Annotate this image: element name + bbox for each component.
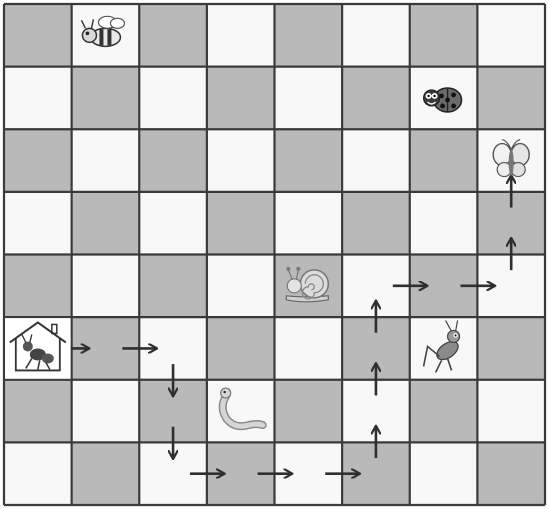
board-cell-r4-c0 <box>4 255 72 318</box>
board-cell-r5-c4 <box>275 317 343 380</box>
board-cell-r2-c3 <box>207 129 275 192</box>
board-cell-r1-c0 <box>4 67 72 130</box>
board-cell-r4-c1 <box>72 255 140 318</box>
board-cell-r7-c7 <box>477 442 545 505</box>
board-cell-r3-c4 <box>275 192 343 255</box>
board-cell-r6-c6 <box>410 380 478 443</box>
board-cell-r0-c7 <box>477 4 545 67</box>
board-cell-r2-c1 <box>72 129 140 192</box>
board-cell-r0-c2 <box>139 4 207 67</box>
board-cell-r1-c4 <box>275 67 343 130</box>
board-cell-r4-c2 <box>139 255 207 318</box>
board-cell-r0-c3 <box>207 4 275 67</box>
board-cell-r2-c0 <box>4 129 72 192</box>
board-cell-r2-c2 <box>139 129 207 192</box>
board-cell-r5-c7 <box>477 317 545 380</box>
board-cell-r1-c1 <box>72 67 140 130</box>
board-cell-r7-c1 <box>72 442 140 505</box>
board-cell-r3-c0 <box>4 192 72 255</box>
board-cell-r7-c6 <box>410 442 478 505</box>
board-cell-r6-c4 <box>275 380 343 443</box>
board-cell-r1-c5 <box>342 67 410 130</box>
board-cell-r7-c0 <box>4 442 72 505</box>
board-cell-r2-c4 <box>275 129 343 192</box>
board-cell-r3-c2 <box>139 192 207 255</box>
board-cell-r0-c0 <box>4 4 72 67</box>
board-cell-r2-c5 <box>342 129 410 192</box>
board-cell-r6-c0 <box>4 380 72 443</box>
board-cell-r3-c5 <box>342 192 410 255</box>
board-cell-r1-c3 <box>207 67 275 130</box>
board-cell-r6-c3 <box>207 380 275 443</box>
board-cell-r0-c5 <box>342 4 410 67</box>
board-cell-r0-c6 <box>410 4 478 67</box>
board-cell-r6-c7 <box>477 380 545 443</box>
board-cell-r1-c2 <box>139 67 207 130</box>
board-cell-r1-c7 <box>477 67 545 130</box>
ant-house-icon <box>5 318 71 379</box>
board-cell-r6-c1 <box>72 380 140 443</box>
board-cell-r4-c3 <box>207 255 275 318</box>
board-cell-r0-c4 <box>275 4 343 67</box>
board-cell-r2-c6 <box>410 129 478 192</box>
board-cell-r5-c3 <box>207 317 275 380</box>
board-cell-r3-c6 <box>410 192 478 255</box>
board-cell-r3-c1 <box>72 192 140 255</box>
board-cell-r3-c3 <box>207 192 275 255</box>
